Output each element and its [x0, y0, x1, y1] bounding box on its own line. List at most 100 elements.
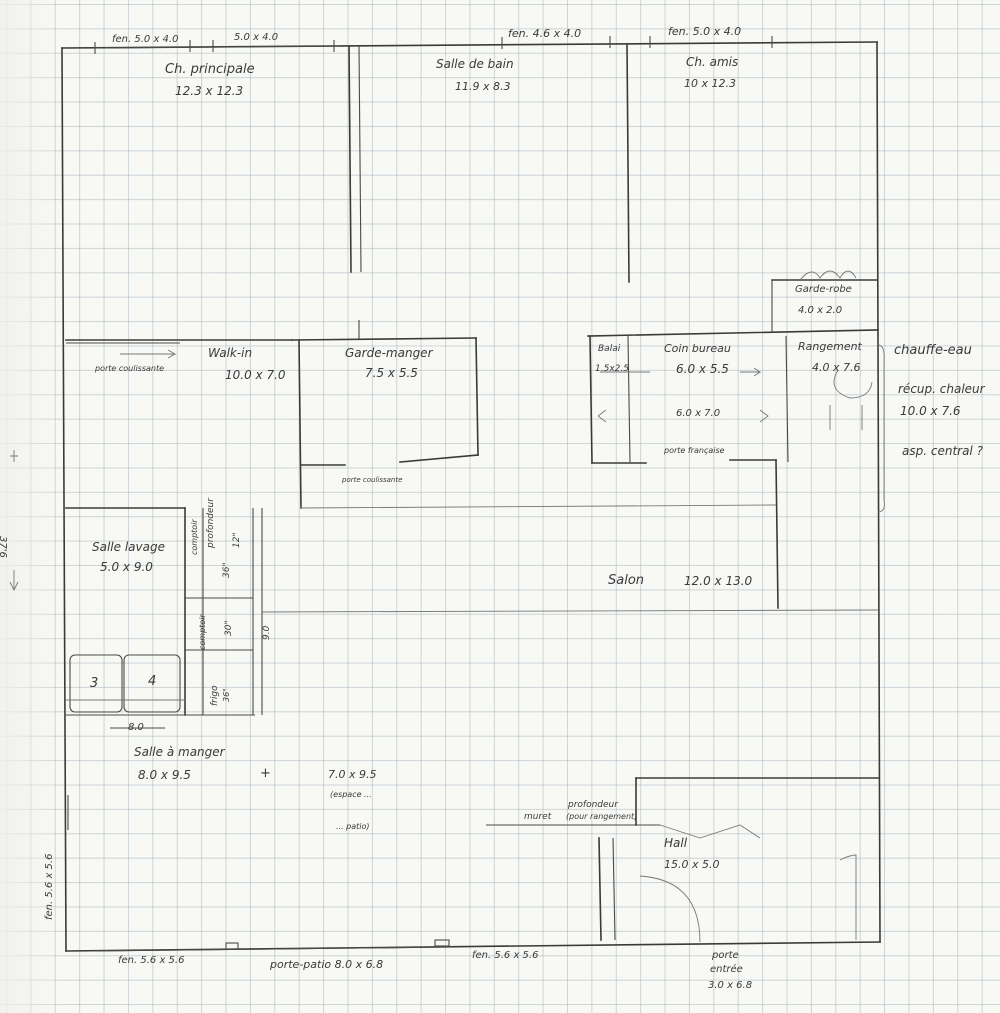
label-dimension-9: 9.0 [262, 625, 272, 640]
label-comptoir-1: comptoir [190, 519, 199, 555]
label-plus: + [260, 766, 271, 781]
room-espace-note-2: ... patio) [336, 822, 370, 831]
label-frigo: frigo [210, 685, 220, 706]
wall-hall-west [598, 837, 602, 941]
appliance-label-3: 3 [90, 676, 99, 691]
label-dimension-8: 8.0 [128, 722, 144, 733]
door-porte-coulissante-left: porte coulissante [95, 364, 165, 373]
room-salon-size: 12.0 x 13.0 [684, 574, 753, 588]
room-balai-name: Balai [598, 344, 621, 354]
note-muret: muret [524, 812, 552, 822]
room-salle-bain-size: 11.9 x 8.3 [455, 80, 511, 93]
room-garde-manger-size: 7.5 x 5.5 [365, 366, 418, 380]
closet-doors [659, 824, 761, 839]
wall-rangement-west [775, 459, 779, 609]
wall-balai-east [627, 335, 631, 463]
room-hall-name: Hall [664, 836, 688, 850]
room-garde-robe-size: 4.0 x 2.0 [798, 305, 843, 316]
note-asp-central: asp. central ? [902, 444, 983, 458]
room-garde-robe-name: Garde-robe [795, 284, 852, 295]
room-rangement-name: Rangement [798, 340, 862, 353]
entry-door-arc [639, 875, 701, 943]
note-chauffe-eau: chauffe-eau [894, 343, 972, 358]
exterior-wall-west [61, 47, 67, 952]
label-depth-36: 36" [222, 562, 232, 578]
window-left-side: fen. 5.6 x 5.6 [44, 853, 55, 920]
room-salle-manger-name: Salle à manger [134, 745, 225, 759]
room-coin-bureau-size: 6.0 x 5.5 [676, 362, 729, 376]
window-bottom-mid: fen. 5.6 x 5.6 [472, 950, 539, 961]
room-espace-size: 7.0 x 9.5 [328, 768, 377, 781]
room-coin-bureau-name: Coin bureau [664, 342, 731, 355]
room-garde-manger-name: Garde-manger [345, 346, 433, 360]
wall-bain-amis [626, 43, 630, 283]
room-espace-note-1: (espace ... [330, 790, 372, 799]
salon-guide-line [299, 504, 777, 509]
room-salle-lavage-name: Salle lavage [92, 540, 165, 554]
note-pour-rangement: (pour rangement) [566, 812, 638, 821]
door-porte-entree-2: entrée [710, 964, 743, 975]
room-ch-amis-size: 10 x 12.3 [684, 77, 736, 90]
door-porte-francaise: porte française [664, 446, 725, 455]
wall-hall-west-inner [612, 837, 616, 941]
patio-marker [225, 942, 239, 950]
window-top-right: fen. 5.0 x 4.0 [668, 25, 742, 38]
room-ch-principale-size: 12.3 x 12.3 [175, 84, 244, 98]
circle-mark [833, 369, 873, 399]
label-depth-12: 12" [232, 532, 242, 548]
room-coin-bureau-size-2: 6.0 x 7.0 [676, 408, 721, 419]
wall-rangement-west-upper [785, 335, 789, 463]
room-salon-name: Salon [608, 573, 645, 588]
salon-guide-line [261, 609, 879, 613]
left-arrow-mark [9, 570, 19, 592]
label-comptoir-2: comptoir [198, 614, 207, 650]
label-frigo-36: 36" [222, 688, 231, 702]
patio-dimension-line [89, 946, 451, 952]
label-profondeur: profondeur [206, 498, 216, 548]
wall-bureau-north [587, 329, 879, 337]
notes-bracket [877, 344, 885, 513]
room-balai-size: 1.5x2.5 [595, 364, 629, 374]
door-porte-entree-size: 3.0 x 6.8 [708, 980, 753, 991]
room-walk-in-size: 10.0 x 7.0 [225, 368, 286, 382]
door-porte-patio: porte-patio 8.0 x 6.8 [270, 958, 384, 971]
overall-width: 37'6 [0, 536, 8, 558]
window-bottom-left: fen. 5.6 x 5.6 [118, 955, 185, 966]
arrow-bureau2 [597, 409, 769, 423]
wall-principale-bain [348, 45, 352, 273]
entry-door-swing [839, 854, 857, 940]
room-walk-in-name: Walk-in [208, 346, 253, 360]
window-top-mid: fen. 4.6 x 4.0 [508, 27, 582, 40]
arrow-right [120, 349, 177, 359]
appliance-dryer [123, 654, 181, 713]
window-top-left: fen. 5.0 x 4.0 [112, 34, 179, 45]
wall-gardemanger-south-right [399, 454, 479, 463]
appliance-label-4: 4 [148, 674, 157, 689]
window-top-left-2: 5.0 x 4.0 [234, 32, 279, 43]
appliance-washer [69, 654, 123, 713]
wall-gardemanger-east [475, 337, 479, 456]
wall-principale-bain-inner [358, 45, 362, 273]
wall-walkin-north [291, 337, 477, 341]
garde-robe-hangers [799, 270, 857, 281]
patio-marker [434, 939, 450, 947]
room-salle-lavage-size: 5.0 x 9.0 [100, 560, 153, 574]
room-salle-manger-size: 8.0 x 9.5 [138, 768, 191, 782]
door-porte-coulissante-mid: porte coulissante [342, 476, 403, 484]
note-recup-chaleur: récup. chaleur [898, 382, 985, 396]
note-recup-size: 10.0 x 7.6 [900, 404, 961, 418]
door-porte-entree-1: porte [712, 950, 739, 961]
window-dimension-line-top-left [94, 45, 341, 49]
label-depth-30: 30" [224, 620, 234, 636]
room-ch-principale-name: Ch. principale [165, 62, 255, 77]
arrow-bureau [600, 367, 762, 377]
wall-walkin-east [298, 339, 302, 509]
left-arrow-mark [10, 450, 18, 462]
room-rangement-size: 4.0 x 7.6 [812, 361, 861, 374]
note-profondeur: profondeur [568, 800, 618, 810]
room-salle-bain-name: Salle de bain [436, 57, 514, 71]
room-ch-amis-name: Ch. amis [686, 55, 739, 69]
wall-balai-west [589, 335, 593, 464]
